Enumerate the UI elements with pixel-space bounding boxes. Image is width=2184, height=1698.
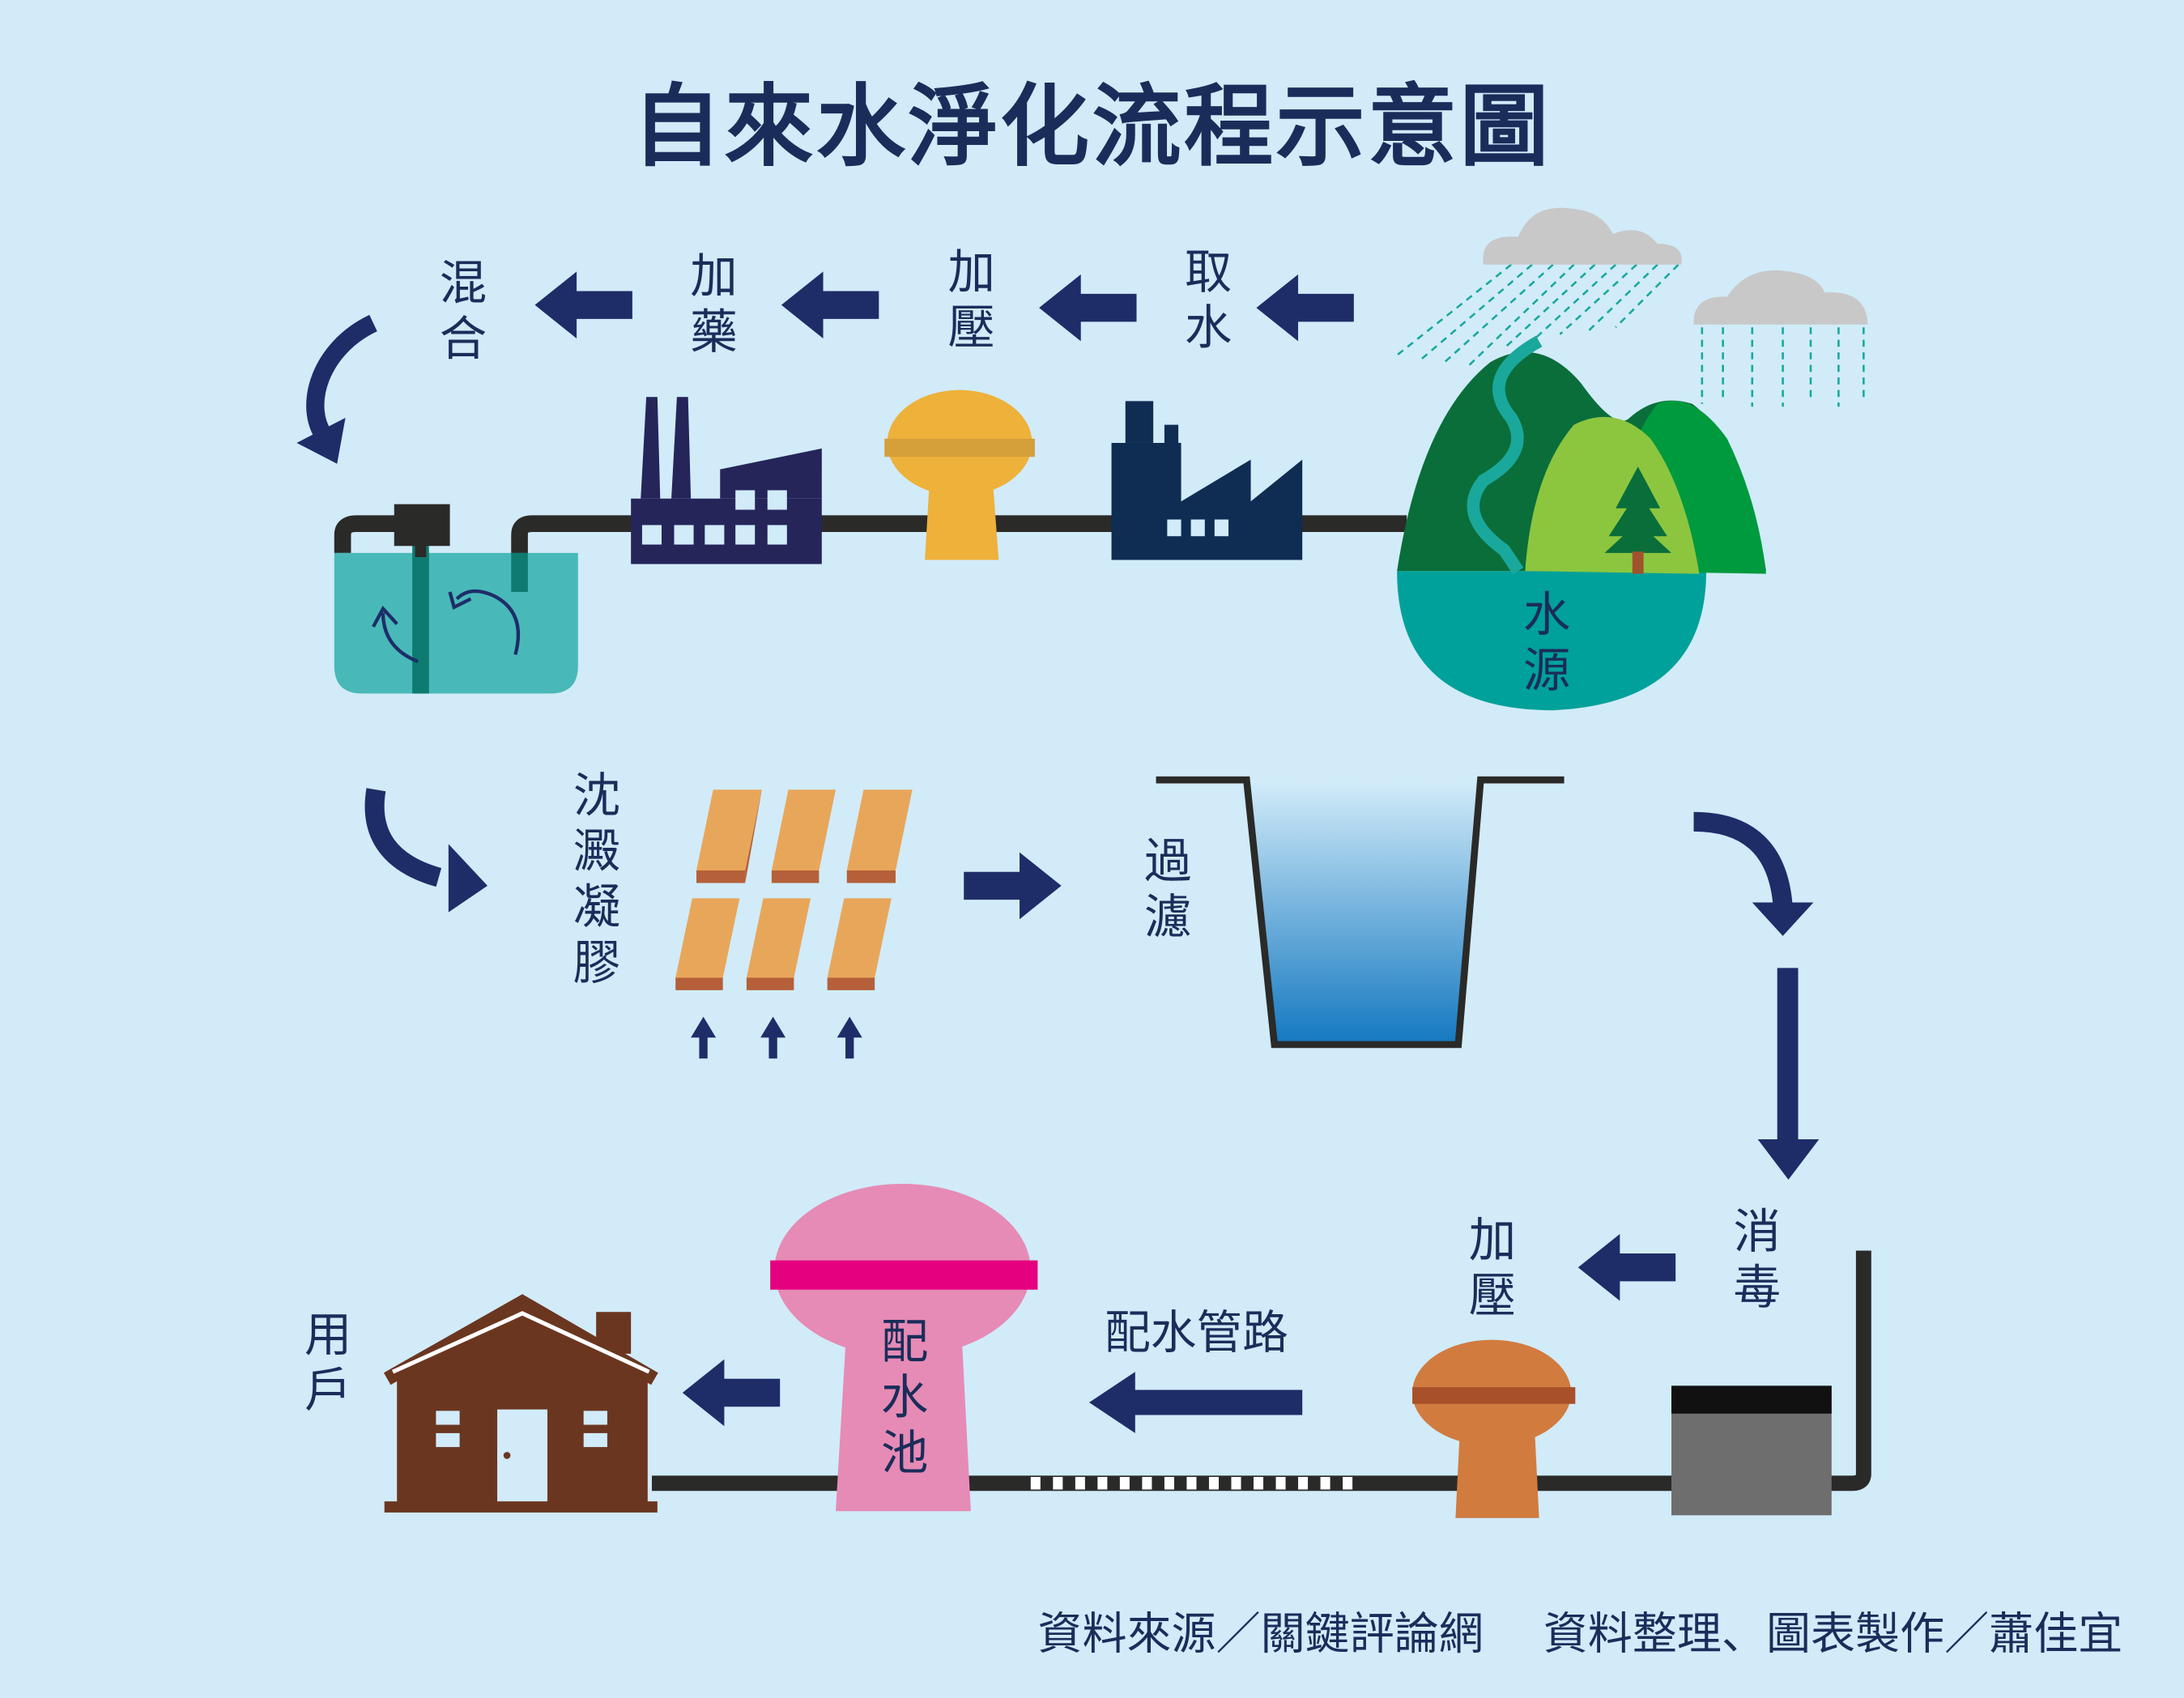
curved-arrow-icon <box>1693 811 1814 936</box>
step-label-dosing: 加藥 <box>681 250 737 363</box>
curved-arrow-icon <box>296 314 378 464</box>
arrow-down-icon <box>1757 968 1820 1180</box>
step-label-filtration: 過濾 <box>1135 836 1191 947</box>
pressure-tower-icon <box>1412 1339 1576 1518</box>
step-label-pressurize-2: 加壓 <box>1459 1214 1516 1326</box>
step-label-sedimentation: 沈澱凝膠 <box>564 770 620 994</box>
chemical-plant-icon <box>631 397 822 564</box>
curved-arrow-icon <box>364 788 487 913</box>
arrow-up-icon <box>691 1016 717 1059</box>
step-label-source: 水源 <box>1513 589 1570 701</box>
sedimentation-plates-icon <box>675 789 913 1059</box>
intake-factory-icon <box>1111 401 1303 560</box>
step-label-pressurize-1: 加壓 <box>939 246 995 359</box>
arrow-right-icon <box>964 852 1062 920</box>
footer-source: 資料來源／關鍵評論網 <box>1037 1607 1484 1661</box>
tree-icon <box>1604 466 1671 574</box>
arrow-left-icon <box>1089 1372 1303 1433</box>
mixing-tank-icon <box>334 504 578 694</box>
pipe <box>651 1250 1871 1492</box>
arrow-up-icon <box>760 1016 786 1059</box>
arrow-left-icon <box>1256 274 1354 342</box>
reservoir-tower-icon <box>770 1184 1038 1512</box>
filter-basin-icon <box>1156 776 1565 1049</box>
footer-credit: 資料整理、圖表製作／蕭佳宜 <box>1543 1607 2123 1661</box>
page-title: 自來水淨化流程示意圖 <box>632 76 1552 180</box>
arrow-left-icon <box>1577 1233 1676 1301</box>
step-label-mixing: 混合 <box>430 257 487 369</box>
step-label-users: 用戶 <box>295 1309 351 1421</box>
water-source-mountains <box>1397 335 1766 711</box>
disinfection-tank-icon <box>1671 1385 1832 1516</box>
arrow-up-icon <box>837 1016 862 1059</box>
step-label-disinfection: 消毒 <box>1724 1206 1781 1318</box>
step-label-reservoir: 配水池 <box>871 1316 928 1483</box>
arrow-left-icon <box>534 271 632 338</box>
rain-cloud-icon <box>1693 270 1868 407</box>
arrow-left-icon <box>781 271 879 338</box>
rain-cloud-icon <box>1396 207 1682 366</box>
arrow-left-icon <box>682 1359 781 1427</box>
step-label-distribution-pipes: 配水管路 <box>1104 1304 1288 1360</box>
step-label-intake: 取水 <box>1175 246 1232 359</box>
pipe <box>334 515 1407 593</box>
arrow-left-icon <box>1039 274 1137 342</box>
house-icon <box>383 1294 658 1513</box>
pressure-tower-icon <box>884 389 1035 560</box>
